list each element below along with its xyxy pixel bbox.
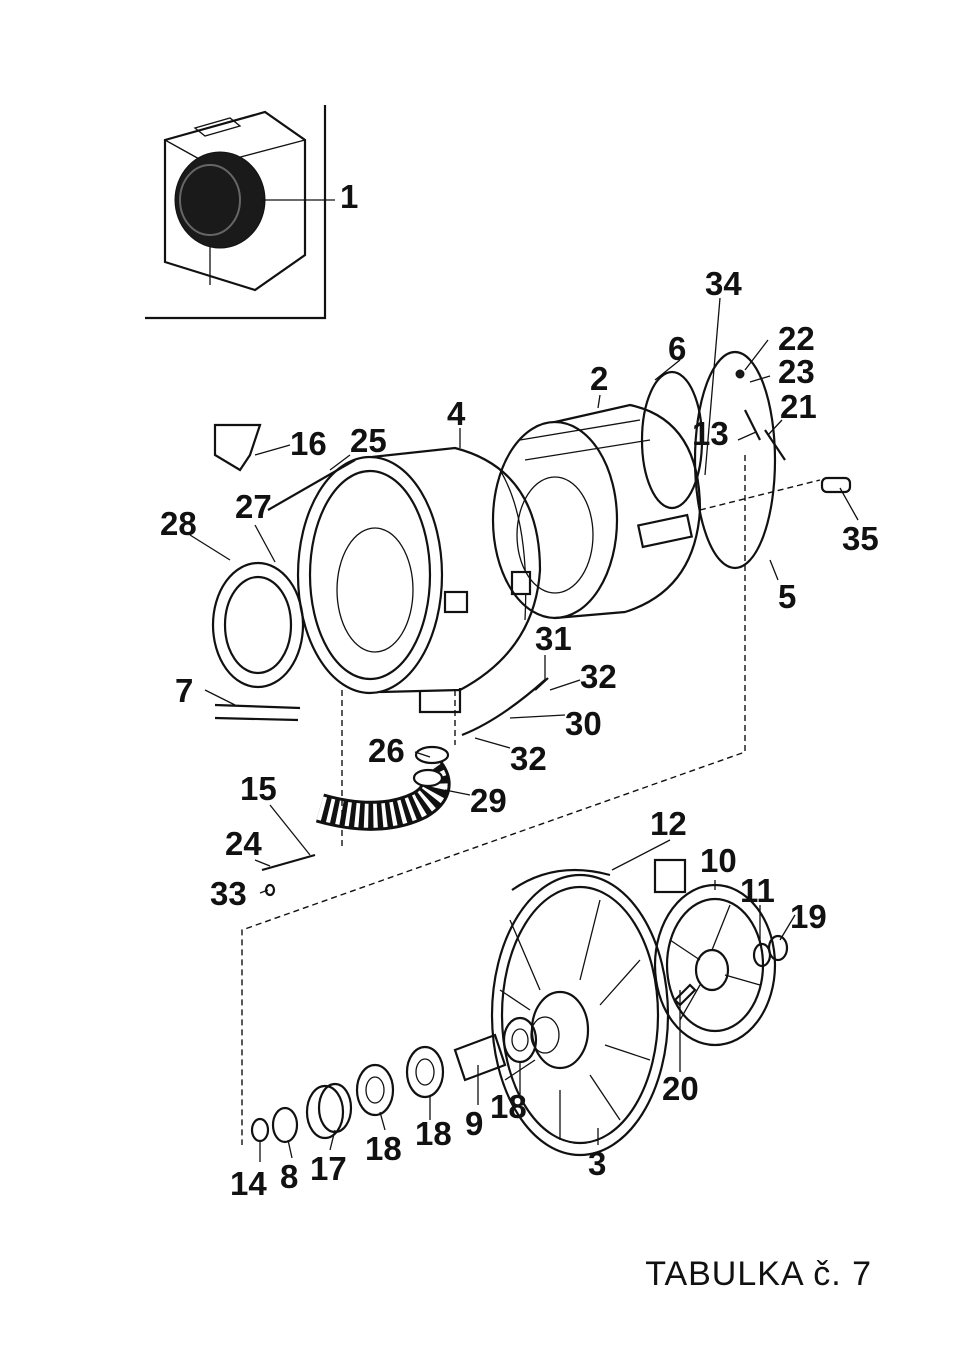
label-2: 2 xyxy=(590,360,608,397)
label-29: 29 xyxy=(470,782,507,819)
label-7: 7 xyxy=(175,672,193,709)
label-13: 13 xyxy=(692,415,729,452)
label-33: 33 xyxy=(210,875,247,912)
leader-lines xyxy=(189,297,859,1162)
label-24: 24 xyxy=(225,825,262,862)
label-11: 11 xyxy=(740,872,775,909)
machine-overview-inset xyxy=(145,105,335,320)
label-1: 1 xyxy=(340,178,358,215)
label-27: 27 xyxy=(235,488,272,525)
label-18a: 18 xyxy=(490,1088,527,1125)
small-parts xyxy=(213,369,852,1007)
label-17: 17 xyxy=(310,1150,347,1187)
label-25: 25 xyxy=(350,422,387,459)
label-16: 16 xyxy=(290,425,327,462)
label-4: 4 xyxy=(447,395,466,432)
label-18c: 18 xyxy=(365,1130,402,1167)
label-32b: 32 xyxy=(510,740,547,777)
label-23: 23 xyxy=(778,353,815,390)
pulley xyxy=(653,883,777,1047)
label-15: 15 xyxy=(240,770,277,807)
door-seal xyxy=(211,561,305,722)
label-14: 14 xyxy=(230,1165,267,1202)
label-31: 31 xyxy=(535,620,572,657)
label-30: 30 xyxy=(565,705,602,742)
label-18b: 18 xyxy=(415,1115,452,1152)
label-20: 20 xyxy=(662,1070,699,1107)
part-labels: 1 34 6 22 23 2 21 4 13 16 25 27 28 35 5 … xyxy=(160,178,879,1202)
label-9: 9 xyxy=(465,1105,483,1142)
label-26: 26 xyxy=(368,732,405,769)
label-3: 3 xyxy=(588,1145,606,1182)
label-34: 34 xyxy=(705,265,742,302)
hose-30 xyxy=(461,679,546,737)
label-22: 22 xyxy=(778,320,815,357)
label-6: 6 xyxy=(668,330,686,367)
label-10: 10 xyxy=(700,842,737,879)
outer-tub xyxy=(296,446,542,714)
drain-hose xyxy=(315,761,451,831)
ring-5 xyxy=(693,350,777,570)
label-8: 8 xyxy=(280,1158,298,1195)
label-28: 28 xyxy=(160,505,197,542)
label-5: 5 xyxy=(778,578,796,615)
label-32a: 32 xyxy=(580,658,617,695)
ring-6 xyxy=(640,370,704,510)
label-35: 35 xyxy=(842,520,879,557)
guide-lines xyxy=(241,455,821,1145)
caption: TABULKA č. 7 xyxy=(645,1255,872,1293)
label-12: 12 xyxy=(650,805,687,842)
label-19: 19 xyxy=(790,898,827,935)
label-21: 21 xyxy=(780,388,817,425)
